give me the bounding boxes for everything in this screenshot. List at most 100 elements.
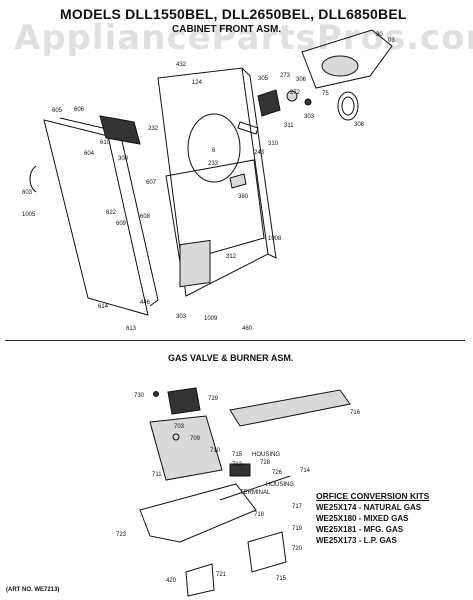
nut-709 xyxy=(172,433,180,441)
callout-609: 609 xyxy=(116,221,127,227)
screw-730 xyxy=(153,391,159,397)
conversion-kits-heading: ORFICE CONVERSION KITS xyxy=(316,491,430,501)
callout-306: 306 xyxy=(296,77,307,83)
callout-716: 716 xyxy=(350,410,361,416)
callout-729: 729 xyxy=(208,396,219,402)
section-title-gas-valve: GAS VALVE & BURNER ASM. xyxy=(168,353,294,363)
callout-710: 710 xyxy=(210,448,221,454)
screw xyxy=(304,98,312,106)
conversion-kit-item: WE25X180 - MIXED GAS xyxy=(316,514,409,523)
burner-tube xyxy=(229,389,351,427)
callout-30: 30 xyxy=(376,32,383,38)
callout-713: 713 xyxy=(232,462,243,468)
callout-233: 233 xyxy=(208,161,219,167)
section-divider xyxy=(5,340,465,341)
callout-460: 460 xyxy=(242,326,253,332)
callout-719: 719 xyxy=(292,526,303,532)
callout-614: 614 xyxy=(98,304,109,310)
callout-420: 420 xyxy=(166,578,177,584)
knob xyxy=(286,90,298,102)
housing-label-1: HOUSING xyxy=(252,452,280,458)
callout-124: 124 xyxy=(192,80,203,86)
callout-603: 603 xyxy=(22,190,33,196)
callout-1008: 1008 xyxy=(268,236,282,242)
gas-line xyxy=(219,475,291,501)
callout-300: 300 xyxy=(118,156,129,162)
section-title-cabinet: CABINET FRONT ASM. xyxy=(172,24,282,35)
callout-726: 726 xyxy=(272,470,283,476)
callout-311: 311 xyxy=(284,123,294,129)
callout-606: 606 xyxy=(74,107,85,113)
conversion-kit-item: WE25X173 - L.P. GAS xyxy=(316,536,397,545)
lamp xyxy=(229,173,247,189)
cabinet-front-edge xyxy=(241,67,277,259)
valve-coil xyxy=(167,387,201,415)
callout-75: 75 xyxy=(322,91,329,97)
callout-728: 728 xyxy=(260,460,271,466)
callout-723: 723 xyxy=(116,532,127,538)
watermark: AppliancePartsPros.com xyxy=(14,18,473,58)
access-grille xyxy=(179,239,211,288)
bracket-plate xyxy=(247,531,287,573)
callout-720: 720 xyxy=(292,546,303,552)
callout-607: 607 xyxy=(146,180,157,186)
callout-718: 718 xyxy=(254,512,265,518)
callout-308: 308 xyxy=(354,122,365,128)
callout-273: 273 xyxy=(280,73,291,79)
terminal-label: TERMINAL xyxy=(240,490,271,496)
callout-604: 604 xyxy=(84,151,95,157)
thermostat-bracket xyxy=(257,89,281,117)
callout-380: 380 xyxy=(238,194,249,200)
callout-721: 721 xyxy=(216,572,227,578)
gas-valve-body xyxy=(149,415,223,481)
conversion-kit-item: WE25X181 - MFG. GAS xyxy=(316,525,404,534)
callout-1009: 1009 xyxy=(204,316,218,322)
callout-613: 613 xyxy=(126,326,137,332)
conversion-kit-item: WE25X174 - NATURAL GAS xyxy=(316,503,422,512)
callout-6: 6 xyxy=(212,148,216,154)
drum-opening xyxy=(187,113,241,183)
door-latch xyxy=(29,165,37,193)
callout-610: 610 xyxy=(100,140,111,146)
door-inner xyxy=(59,117,159,307)
gas-valve-drawing: 730 729 716 703 709 710 715 HOUSING 728 … xyxy=(116,387,361,597)
callout-303b: 303 xyxy=(176,314,187,320)
callout-303a: 303 xyxy=(304,114,315,120)
igniter xyxy=(229,463,251,477)
callout-446: 446 xyxy=(140,300,151,306)
art-number: (ART NO. WE7213) xyxy=(6,587,60,593)
cabinet-front-drawing: 30 03 432 124 305 273 306 272 75 605 606… xyxy=(22,29,395,332)
callout-03: 03 xyxy=(388,38,395,44)
door-panel xyxy=(43,119,149,316)
exhaust-duct xyxy=(301,29,393,89)
callout-432: 432 xyxy=(176,62,187,68)
callout-730: 730 xyxy=(134,393,145,399)
callout-305: 305 xyxy=(258,76,269,82)
callout-232: 232 xyxy=(148,126,159,132)
callout-310: 310 xyxy=(268,141,279,147)
callout-605: 605 xyxy=(52,108,63,114)
light-housing xyxy=(99,115,141,145)
drum-seal-ring xyxy=(337,91,359,121)
callout-715a: 715 xyxy=(232,452,243,458)
callout-709: 709 xyxy=(190,436,201,442)
sensor-plate xyxy=(237,121,259,135)
callout-312: 312 xyxy=(226,254,237,260)
duct-opening xyxy=(321,55,359,77)
callout-715b: 715 xyxy=(276,576,287,582)
callout-717: 717 xyxy=(292,504,303,510)
callout-608: 608 xyxy=(140,214,151,220)
diagram-title: MODELS DLL1550BEL, DLL2650BEL, DLL6850BE… xyxy=(60,6,407,22)
conversion-kits-box: ORFICE CONVERSION KITS WE25X174 - NATURA… xyxy=(316,491,429,546)
drum-seal-ring-inner xyxy=(341,96,355,116)
callout-622: 622 xyxy=(106,210,117,216)
callout-272: 272 xyxy=(290,90,301,96)
housing-label-2: HOUSING xyxy=(266,482,294,488)
callout-243: 243 xyxy=(254,150,265,156)
callout-714: 714 xyxy=(300,468,311,474)
shield xyxy=(185,563,215,597)
callout-711: 711 xyxy=(152,472,162,478)
burner-bracket xyxy=(139,483,257,543)
cabinet-lower-panel xyxy=(165,159,265,263)
